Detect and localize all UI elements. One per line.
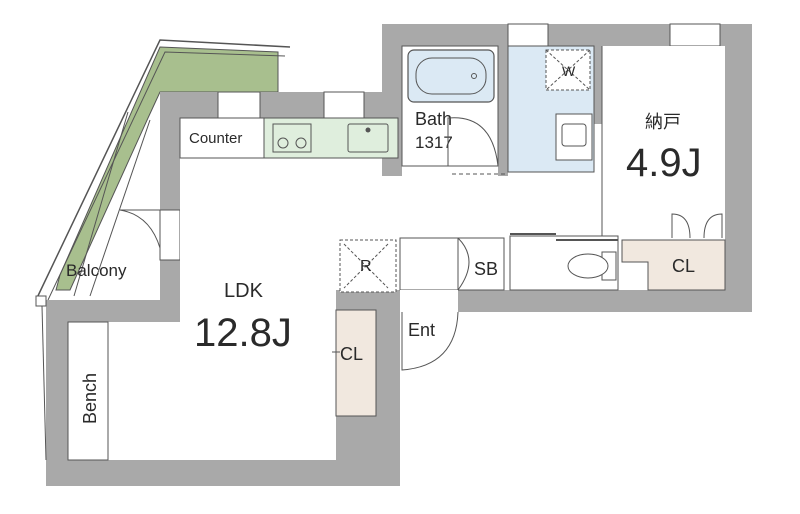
vanity [555,113,593,161]
entrance-area: SB Ent [399,237,505,371]
vanity-basin [561,123,587,147]
washer-box [545,49,591,91]
storage-door-right [703,213,723,239]
bath-size: 1317 [415,133,453,152]
bathtub-inner [415,57,487,95]
shoe-box-label: SB [474,259,498,279]
faucet-icon [365,127,371,133]
counter-label: Counter [189,130,242,147]
ldk-size: 12.8J [194,311,292,355]
balcony: Balcony [35,39,291,301]
bath-door [447,117,499,167]
storage-size: 4.9J [626,141,702,185]
burner-1 [277,137,289,149]
ldk-closet-label: CL [340,344,363,364]
fridge-label: R [360,258,372,275]
ldk-closet: CL [332,309,377,417]
balcony-label: Balcony [66,261,127,280]
stove [272,123,312,153]
shoe-box [457,237,505,291]
drain-icon [471,73,477,79]
storage-room: 納戸 4.9J [601,46,723,239]
storage-door-left [671,213,691,239]
toilet-bowl [567,253,609,279]
ldk: LDK 12.8J [194,280,292,355]
washer-label: W [562,63,576,79]
bath: Bath 1317 [401,45,499,167]
ldk-label: LDK [224,280,264,302]
toilet-room [509,233,619,291]
storage-closet-label: CL [672,256,695,276]
sink [347,123,389,153]
entrance-label: Ent [408,320,435,340]
kitchen-counter [263,117,399,159]
burner-2 [295,137,307,149]
washroom: W [452,45,603,176]
counter [179,117,265,159]
storage-closet: CL [621,239,726,291]
kitchen: Counter [179,117,399,159]
balcony-rail-inner [47,51,286,301]
entrance-door [401,311,459,371]
floors [68,46,725,460]
bench-label: Bench [80,373,100,424]
bench: Bench [35,295,109,461]
storage-label: 納戸 [645,112,681,132]
balcony-door [119,209,161,249]
bathtub [407,49,495,103]
balcony-planter [55,46,279,291]
balcony-rail-outer [35,39,291,301]
bath-label: Bath [415,109,452,129]
fridge: R [339,239,397,293]
